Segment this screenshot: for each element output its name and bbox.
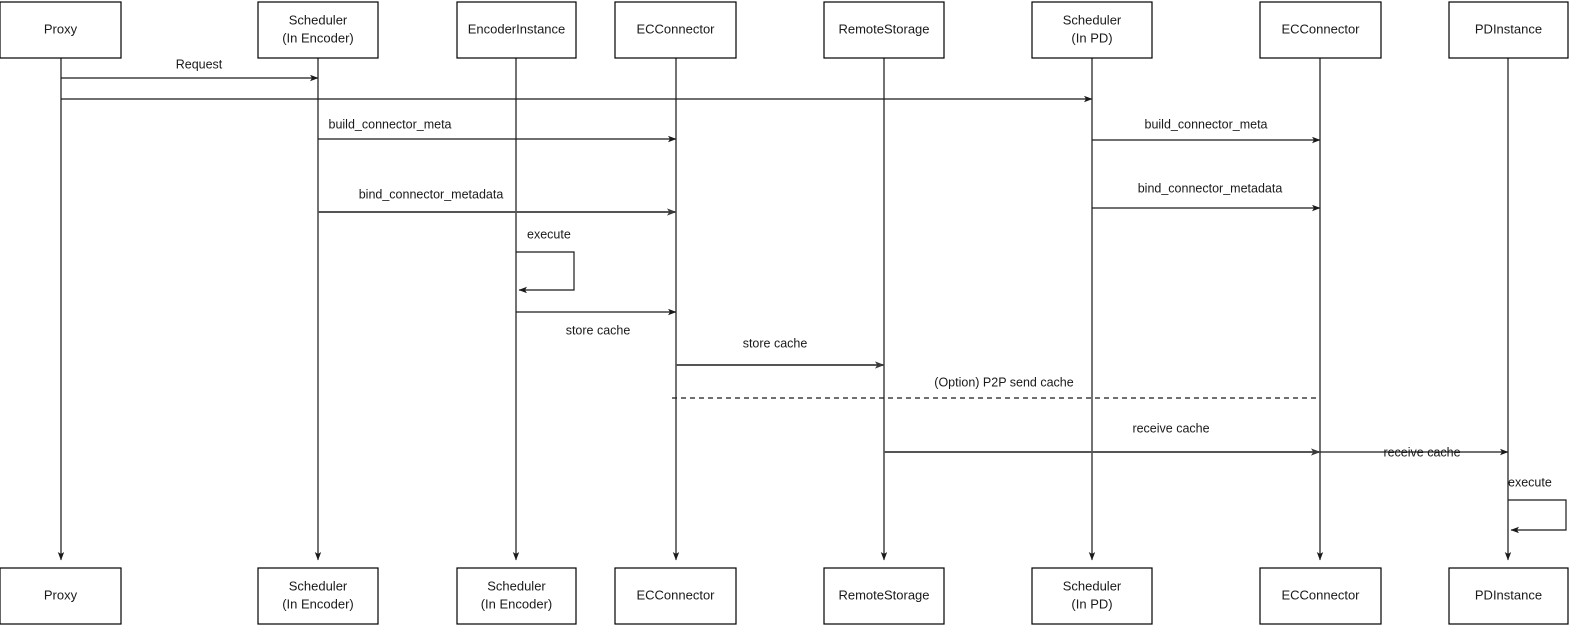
messages-layer: Request build_connector_meta build_connect… (61, 57, 1509, 459)
participant-label-line2: (In Encoder) (481, 596, 553, 611)
participant-box-frame (0, 567, 122, 625)
participant-label: RemoteStorage (838, 587, 929, 602)
participant-label-line1: Scheduler (1063, 578, 1122, 593)
participant-box-frame (257, 1, 379, 59)
message-m6[interactable]: bind_connector_metadata (1092, 181, 1321, 212)
participant-label-line2: (In Encoder) (282, 596, 354, 611)
participant-label: EncoderInstance (468, 21, 566, 36)
message-label: Request (176, 57, 223, 71)
participant-box-frame (456, 567, 577, 625)
participant-box-frame (614, 567, 737, 625)
message-label: (Option) P2P send cache (934, 375, 1073, 389)
participant-box-frame (823, 567, 945, 625)
message-label: store cache (566, 323, 631, 337)
participant-label: PDInstance (1475, 587, 1542, 602)
message-label: bind_connector_metadata (359, 187, 504, 201)
participant-label-line2: (In PD) (1071, 596, 1112, 611)
participant-label: PDInstance (1475, 21, 1542, 36)
participant-sched-enc[interactable]: Scheduler (In Encoder) (257, 1, 379, 59)
self-messages-layer: execute execute (516, 227, 1567, 534)
participant-remote-store[interactable]: RemoteStorage (823, 1, 945, 59)
self-message-s1[interactable]: execute (516, 227, 575, 294)
participant-ecconn-enc-b[interactable]: ECConnector (614, 567, 737, 625)
participant-proxy-b[interactable]: Proxy (0, 567, 122, 625)
participant-label-line1: Scheduler (487, 578, 546, 593)
message-label: build_connector_meta (1145, 117, 1268, 131)
message-label: bind_connector_metadata (1138, 181, 1283, 195)
self-message-path (1508, 499, 1567, 534)
participant-sched-pd[interactable]: Scheduler (In PD) (1031, 1, 1153, 59)
participant-label: ECConnector (1281, 21, 1360, 36)
message-m3[interactable]: build_connector_meta (318, 117, 677, 143)
message-m4[interactable]: build_connector_meta (1092, 117, 1321, 144)
self-message-label: execute (1508, 475, 1552, 489)
message-m7[interactable]: store cache (516, 308, 677, 337)
participant-ecconn-pd-b[interactable]: ECConnector (1259, 567, 1382, 625)
participant-box-frame (0, 1, 122, 59)
participant-label: Proxy (44, 587, 78, 602)
participant-label-line2: (In PD) (1071, 30, 1112, 45)
participant-box-frame (257, 567, 379, 625)
self-message-label: execute (527, 227, 571, 241)
message-m1[interactable]: Request (61, 57, 319, 82)
participant-box-frame (1448, 1, 1569, 59)
participant-box-frame (456, 1, 577, 59)
participant-ecconn-enc[interactable]: ECConnector (614, 1, 737, 59)
participant-box-frame (1031, 1, 1153, 59)
bottom-participant-boxes: Proxy Scheduler (In Encoder) Scheduler (In E… (0, 567, 1569, 625)
participant-label: ECConnector (636, 21, 715, 36)
participant-label-line1: Scheduler (289, 12, 348, 27)
message-label: store cache (743, 336, 808, 350)
participant-box-frame (1259, 1, 1382, 59)
participant-label-line1: Scheduler (1063, 12, 1122, 27)
lifelines-layer (57, 58, 1512, 561)
participant-pd-inst[interactable]: PDInstance (1448, 1, 1569, 59)
participant-box-frame (614, 1, 737, 59)
message-label: receive cache (1383, 445, 1460, 459)
participant-label: ECConnector (636, 587, 715, 602)
participant-label-line1: Scheduler (289, 578, 348, 593)
participant-sched-enc-b[interactable]: Scheduler (In Encoder) (257, 567, 379, 625)
participant-box-frame (1259, 567, 1382, 625)
participant-label: RemoteStorage (838, 21, 929, 36)
participant-label: ECConnector (1281, 587, 1360, 602)
participant-label-line2: (In Encoder) (282, 30, 354, 45)
self-message-path (516, 251, 575, 294)
message-m5[interactable]: bind_connector_metadata (318, 187, 677, 216)
message-m8[interactable]: store cache (676, 336, 885, 369)
participant-proxy[interactable]: Proxy (0, 1, 122, 59)
message-label: build_connector_meta (329, 117, 452, 131)
participant-pd-inst-b[interactable]: PDInstance (1448, 567, 1569, 625)
self-message-s2[interactable]: execute (1508, 475, 1567, 534)
participant-label: Proxy (44, 21, 78, 36)
top-participant-boxes: Proxy Scheduler (In Encoder) EncoderInstanc… (0, 1, 1569, 59)
message-label: receive cache (1132, 421, 1209, 435)
participant-box-frame (823, 1, 945, 59)
participant-encoder-inst[interactable]: EncoderInstance (456, 1, 577, 59)
message-m10[interactable]: receive cache (884, 421, 1321, 456)
message-m11[interactable]: receive cache (1320, 445, 1509, 459)
participant-remote-store-b[interactable]: RemoteStorage (823, 567, 945, 625)
participant-box-frame (1448, 567, 1569, 625)
participant-ecconn-pd[interactable]: ECConnector (1259, 1, 1382, 59)
participant-sched-pd-b[interactable]: Scheduler (In PD) (1031, 567, 1153, 625)
participant-sched-enc2-b[interactable]: Scheduler (In Encoder) (456, 567, 577, 625)
participant-box-frame (1031, 567, 1153, 625)
message-m9[interactable]: (Option) P2P send cache (672, 375, 1320, 399)
